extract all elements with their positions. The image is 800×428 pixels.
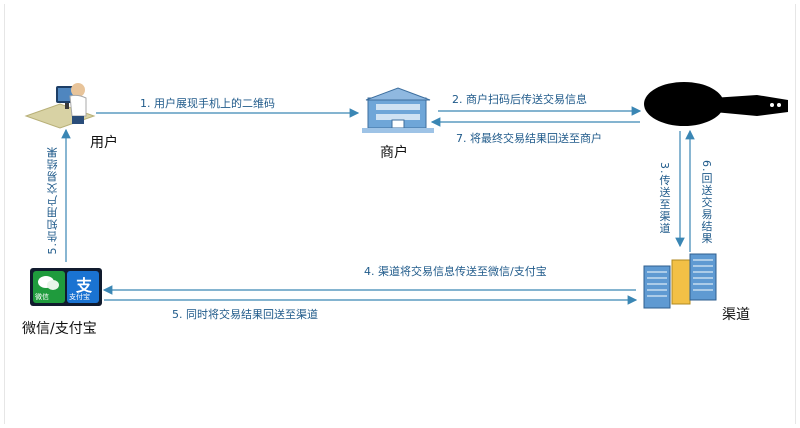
diagram-frame — [4, 4, 796, 424]
redacted-label — [644, 82, 788, 126]
user-icon — [24, 83, 96, 129]
step5-label: 5. 同时将交易结果回送至渠道 — [172, 308, 318, 321]
step1-label: 1. 用户展现手机上的二维码 — [140, 97, 275, 110]
wechat-text: 微信 — [35, 293, 49, 301]
node-label-wallet: 微信/支付宝 — [22, 321, 97, 337]
alipay-icon: 支 支付宝 — [67, 271, 99, 303]
step2-label: 2. 商户扫码后传送交易信息 — [452, 93, 587, 106]
wallet-app-icon: 微信 支 支付宝 — [30, 268, 102, 306]
step5b-label: 5.告知用户交易结果 — [46, 146, 59, 255]
wechat-icon: 微信 — [33, 271, 65, 303]
node-label-user: 用户 — [90, 135, 118, 151]
step6-label: 6.回送交易结果 — [700, 160, 713, 245]
merchant-icon — [362, 87, 434, 133]
server-icon — [643, 253, 717, 309]
step7-label: 7. 将最终交易结果回送至商户 — [456, 132, 602, 145]
step4-label: 4. 渠道将交易信息传送至微信/支付宝 — [364, 265, 547, 278]
step3-label: 3.传送至渠道 — [658, 162, 671, 235]
node-label-merchant: 商户 — [380, 145, 408, 161]
node-label-channel: 渠道 — [722, 307, 750, 323]
alipay-glyph: 支 — [76, 276, 93, 295]
alipay-text: 支付宝 — [69, 293, 90, 301]
